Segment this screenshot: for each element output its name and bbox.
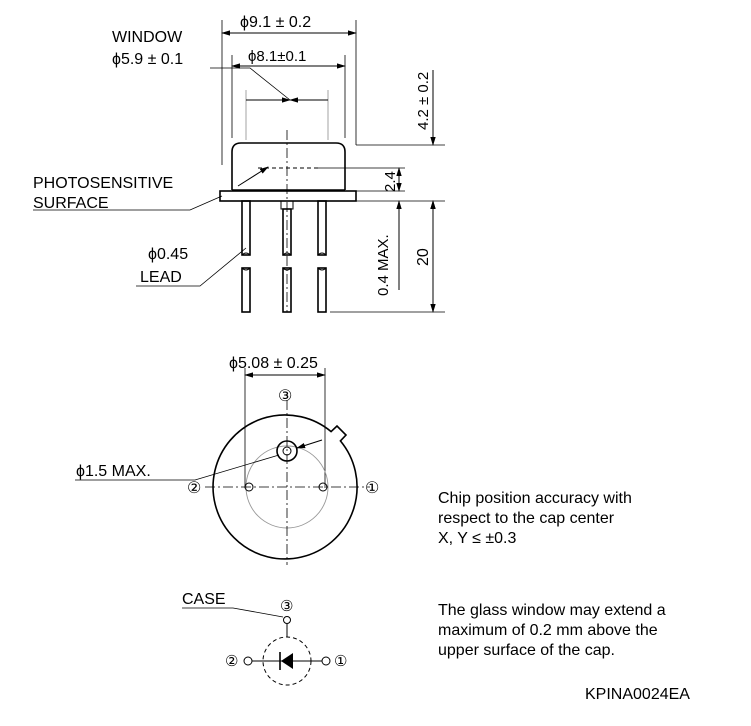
flange (219, 190, 357, 202)
case-outline (212, 414, 358, 560)
pin3-label: ③ (278, 388, 292, 405)
inner-diameter-label: ϕ8.1±0.1 (248, 48, 306, 65)
cap-height-label: 4.2 ± 0.2 (415, 72, 432, 130)
lead-left (241, 200, 251, 256)
document-code: KPINA0024EA (585, 686, 690, 703)
glass-window-note: The glass window may extend a maximum of… (438, 602, 666, 659)
surface-height-label: 2.4 (382, 171, 399, 192)
photosensitive-label-line2: SURFACE (33, 195, 109, 212)
chip-max-label: ϕ1.5 MAX. (76, 463, 151, 480)
pin2-label: ② (187, 480, 201, 497)
schematic-pin3-label: ③ (280, 598, 293, 615)
window-label: WINDOW (112, 29, 183, 46)
photosensitive-label-line1: PHOTOSENSITIVE (33, 175, 173, 192)
window-diameter-label: ϕ5.9 ± 0.1 (112, 51, 183, 68)
pin-hole-1 (318, 482, 328, 492)
lead-diameter-label: ϕ0.45 (148, 246, 188, 263)
cap-diameter-label: ϕ9.1 ± 0.2 (240, 14, 311, 31)
diode-symbol (281, 653, 293, 669)
schematic-pin2-label: ② (225, 653, 238, 670)
chip-position-note: Chip position accuracy with respect to t… (438, 490, 632, 547)
schematic: CASE ③ ② ① (182, 591, 347, 686)
chip-inner (282, 446, 292, 456)
lead-right (317, 200, 327, 256)
lead-center (282, 208, 292, 256)
cap-body (231, 142, 346, 190)
pin1-label: ① (365, 480, 379, 497)
lead-length-label: 20 (415, 248, 432, 266)
case-label: CASE (182, 591, 226, 608)
chip-outer (276, 440, 298, 462)
lead-label: LEAD (140, 269, 182, 286)
flange-max-label: 0.4 MAX. (375, 234, 392, 296)
bottom-view: ϕ5.08 ± 0.25 ϕ1.5 MAX. ③ ② ① (75, 355, 379, 565)
pin-circle-label: ϕ5.08 ± 0.25 (229, 355, 318, 372)
pin-hole-2 (244, 482, 254, 492)
side-view: ϕ9.1 ± 0.2 ϕ8.1±0.1 WINDOW ϕ5.9 ± 0.1 (33, 14, 445, 313)
schematic-pin1-label: ① (334, 653, 347, 670)
